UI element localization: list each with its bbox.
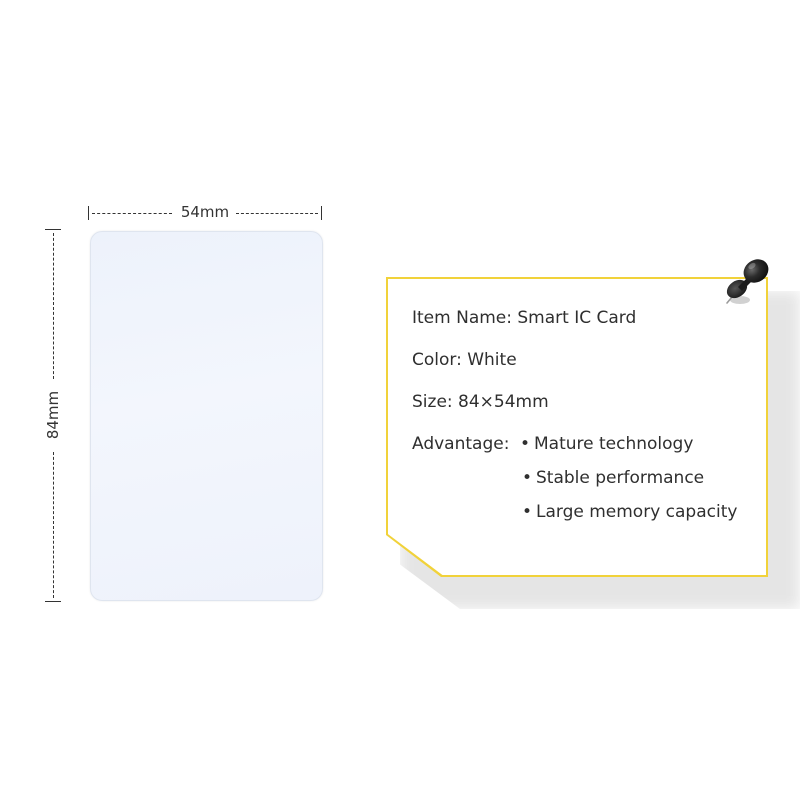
size-text: Size: 84×54mm <box>412 392 549 412</box>
advantage-item: Mature technology <box>520 436 737 470</box>
height-dimension: 84mm <box>42 229 64 602</box>
width-right-tick <box>321 206 322 220</box>
height-top-dash <box>53 233 54 379</box>
width-right-dash <box>236 213 318 214</box>
color-text: Color: White <box>412 350 517 370</box>
height-label: 84mm <box>44 390 62 440</box>
width-left-tick <box>88 206 89 220</box>
item-name-text: Item Name: Smart IC Card <box>412 308 637 328</box>
smart-ic-card-image <box>90 231 323 601</box>
advantage-label: Advantage: <box>412 434 510 454</box>
height-bottom-dash <box>53 452 54 598</box>
advantage-item: Large memory capacity <box>522 504 737 538</box>
advantage-item: Stable performance <box>522 470 737 504</box>
height-top-tick <box>45 229 61 230</box>
width-label: 54mm <box>180 203 230 221</box>
height-bottom-tick <box>45 601 61 602</box>
width-dimension: 54mm <box>88 201 322 223</box>
width-left-dash <box>92 213 172 214</box>
advantage-list: Mature technology Stable performance Lar… <box>520 436 737 538</box>
pushpin-icon <box>718 253 774 309</box>
